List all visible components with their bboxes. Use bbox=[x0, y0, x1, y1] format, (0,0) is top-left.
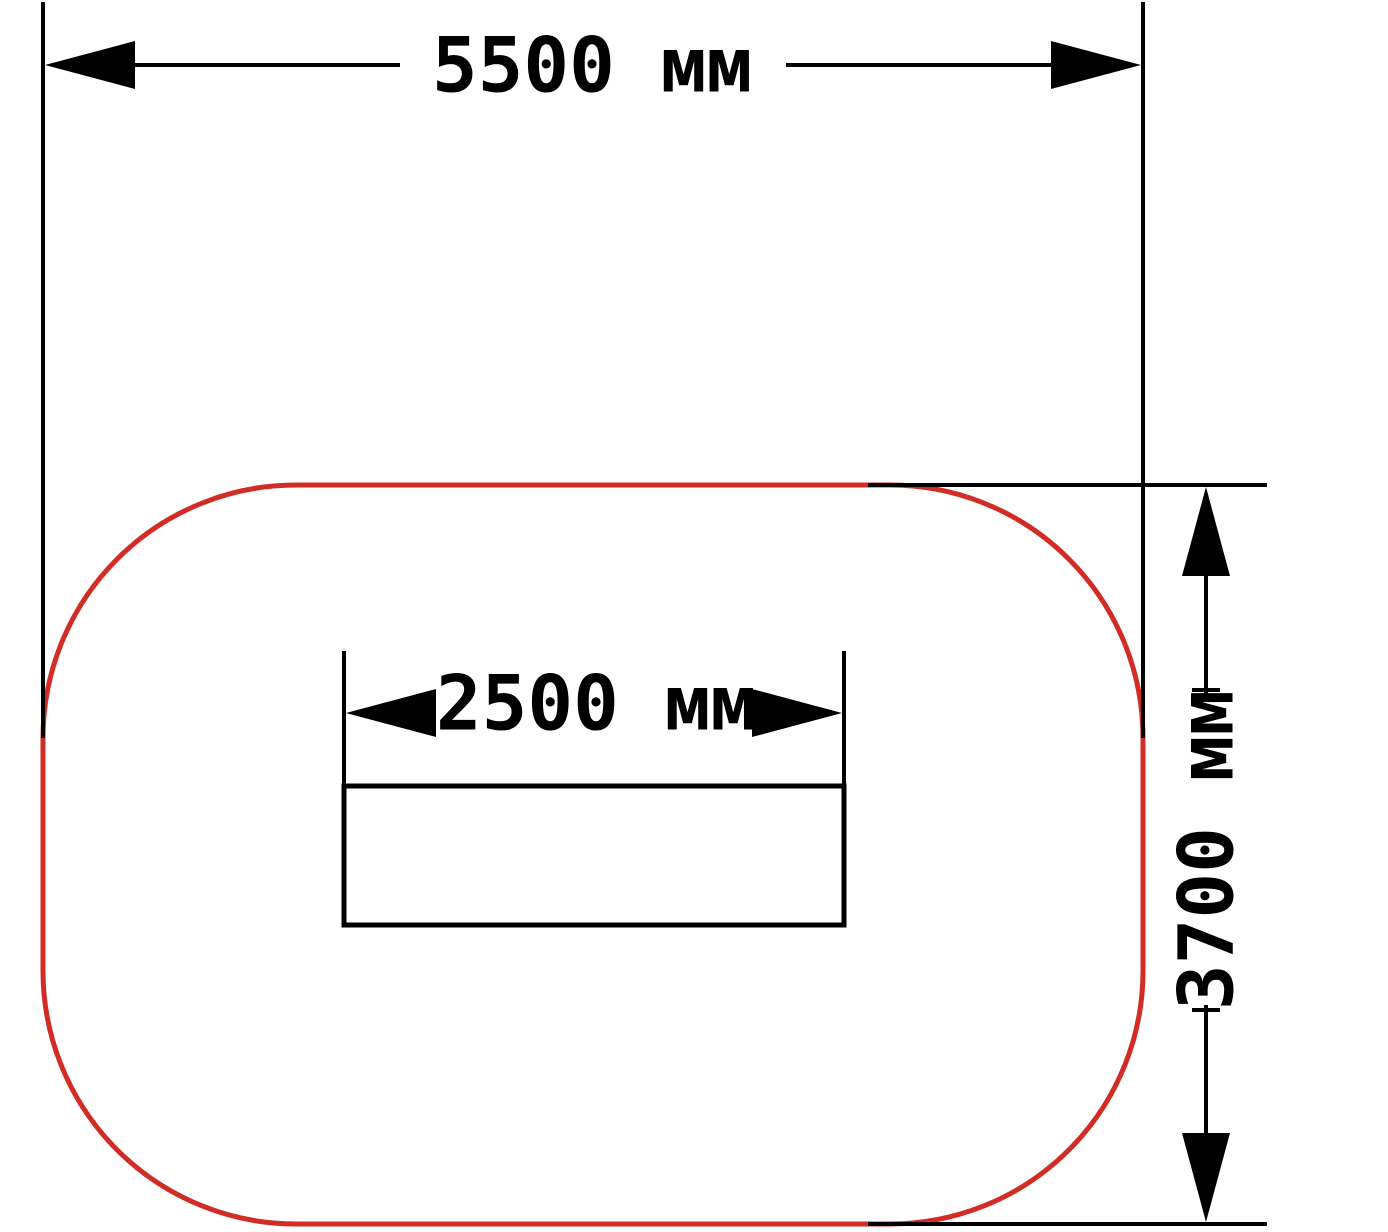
object-width-dimension: 2500 мм bbox=[342, 651, 846, 786]
overall-width-dimension: 5500 мм bbox=[41, 2, 1145, 738]
arrowhead-top bbox=[1182, 487, 1230, 576]
arrowhead-right bbox=[1051, 41, 1141, 89]
arrowhead-bottom bbox=[1182, 1133, 1230, 1222]
safety-zone-outline bbox=[40, 482, 1146, 1227]
overall-width-label: 5500 мм bbox=[432, 21, 752, 110]
object-arrowhead-right bbox=[752, 689, 842, 737]
object-arrowhead-left bbox=[346, 689, 436, 737]
arrowhead-left bbox=[45, 41, 135, 89]
overall-depth-dimension: 3700 мм bbox=[868, 483, 1267, 1226]
equipment-footprint bbox=[341, 783, 847, 928]
object-width-label: 2500 мм bbox=[436, 659, 756, 748]
overall-depth-label: 3700 мм bbox=[1162, 690, 1251, 1010]
